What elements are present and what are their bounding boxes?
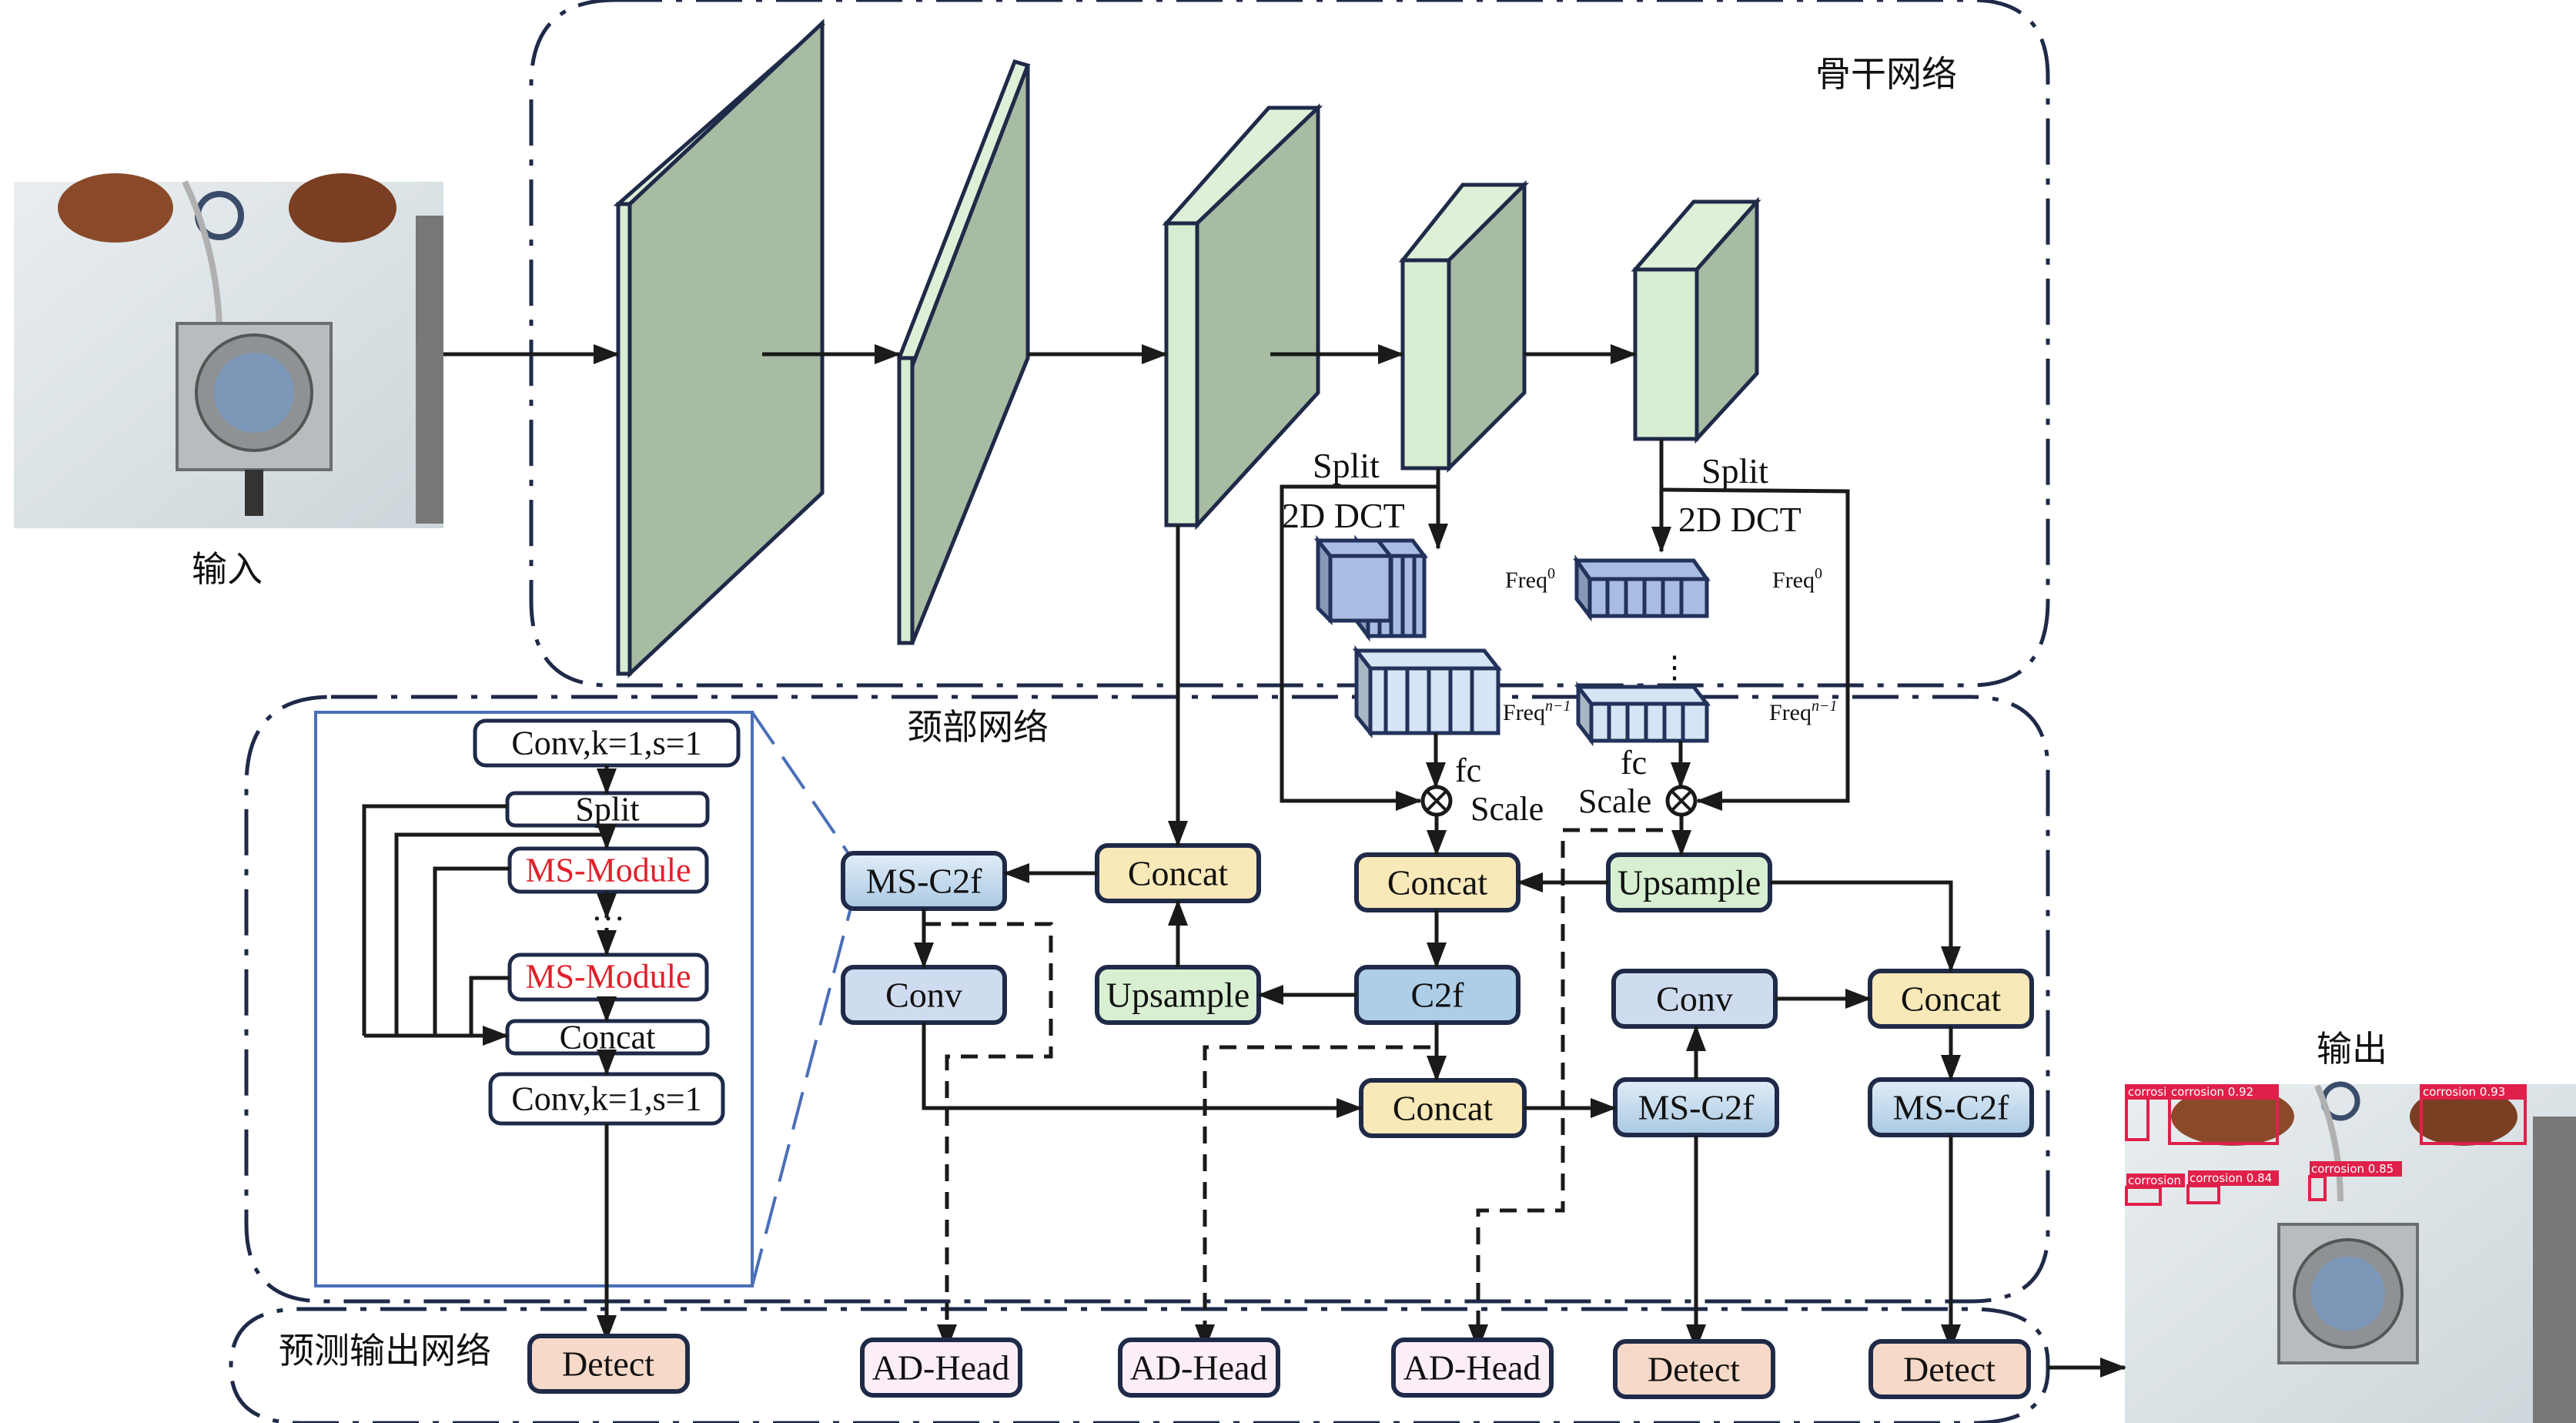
output-label: 输出 [2317,1028,2387,1070]
svg-text:Conv,k=1,s=1: Conv,k=1,s=1 [511,725,701,762]
freqn-block-right [1574,681,1711,747]
svg-text:MS-Module: MS-Module [525,852,691,889]
neck-upsample-left[interactable]: Upsample [1095,965,1261,1025]
freq0-label-right: Freq0 [1772,565,1822,593]
detection-label: corrosi [2128,1085,2166,1099]
svg-text:Concat: Concat [1128,854,1229,893]
neck-concat-1[interactable]: Concat [1095,843,1261,903]
input-image [14,173,443,528]
neck-upsample-right[interactable]: Upsample [1606,852,1772,912]
svg-text:corrosion: corrosion [2128,1174,2181,1187]
dct-right-label: 2D DCT [1678,500,1802,539]
ms-detail-split: Split [505,791,710,829]
head-region [229,1307,2050,1423]
svg-text:corrosion 0.84: corrosion 0.84 [2190,1171,2272,1185]
svg-text:Concat: Concat [1387,863,1488,902]
ms-detail-ms-module-1: MS-Module [507,846,709,894]
neck-label: 颈部网络 [907,706,1049,748]
svg-text:AD-Head: AD-Head [1403,1348,1541,1388]
freqn-label-left: Freqn−1 [1503,698,1571,725]
svg-text:Detect: Detect [1648,1350,1740,1389]
svg-text:C2f: C2f [1411,976,1465,1015]
backbone-label: 骨干网络 [1815,53,1957,95]
svg-text:Detect: Detect [1903,1350,1996,1389]
scale-multiply-icon-right [1665,785,1698,817]
svg-text:Split: Split [575,791,639,829]
feature-map-5 [1631,196,1761,444]
detect-head-1[interactable]: Detect [527,1334,690,1394]
neck-concat-2[interactable]: Concat [1354,852,1521,912]
neck-region [244,695,2050,1304]
freq0-block-right [1573,554,1711,622]
neck-c2f[interactable]: C2f [1354,965,1521,1025]
svg-text:MS-C2f: MS-C2f [1638,1088,1755,1127]
svg-text:MS-C2f: MS-C2f [866,862,982,901]
input-label: 输入 [192,548,263,590]
svg-text:MS-Module: MS-Module [525,958,691,996]
svg-text:Conv: Conv [885,976,962,1015]
ms-detail-conv-bottom: Conv,k=1,s=1 [488,1072,725,1126]
neck-conv-2[interactable]: Conv [1611,969,1778,1029]
svg-text:corrosion 0.93: corrosion 0.93 [2423,1085,2505,1099]
svg-text:Upsample: Upsample [1618,863,1761,902]
freqn-label-right: Freqn−1 [1769,698,1838,725]
split-left-label: Split [1313,446,1380,485]
head-label: 预测输出网络 [279,1330,491,1371]
svg-text:Upsample: Upsample [1106,976,1250,1015]
svg-text:Concat: Concat [560,1019,656,1056]
svg-text:corrosion 0.92: corrosion 0.92 [2171,1085,2253,1099]
feature-map-4 [1398,179,1530,474]
svg-text:Concat: Concat [1393,1089,1494,1128]
ms-c2f-detail-panel [314,711,754,1287]
svg-text:MS-C2f: MS-C2f [1893,1088,2009,1127]
fc-label-left: fc [1455,752,1481,789]
ad-head-3[interactable]: AD-Head [1391,1338,1554,1398]
backbone-region [529,0,2050,688]
scale-label-right: Scale [1578,782,1651,820]
output-image: corrosi corrosion 0.92 corrosion 0.93 co… [2125,1081,2576,1423]
scale-label-left: Scale [1470,790,1544,828]
neck-concat-3[interactable]: Concat [1868,969,2034,1029]
svg-text:Concat: Concat [1901,979,2002,1019]
neck-concat-mid[interactable]: Concat [1359,1078,1527,1138]
freq0-block-left-full [1313,534,1395,626]
ms-detail-ms-module-2: MS-Module [507,953,709,1002]
svg-text:AD-Head: AD-Head [1130,1348,1268,1388]
freqn-block-left [1352,645,1503,739]
detect-head-3[interactable]: Detect [1868,1339,2031,1399]
split-right-label: Split [1701,451,1768,491]
svg-text:AD-Head: AD-Head [872,1348,1010,1388]
svg-text:Detect: Detect [562,1344,654,1384]
ad-head-2[interactable]: AD-Head [1118,1338,1280,1398]
neck-ms-c2f-3[interactable]: MS-C2f [1868,1077,2034,1137]
neck-ms-c2f-2[interactable]: MS-C2f [1613,1077,1779,1137]
ms-detail-concat: Concat [505,1019,710,1056]
detect-head-2[interactable]: Detect [1613,1339,1775,1399]
svg-text:Conv: Conv [1656,979,1733,1019]
freq0-label-left: Freq0 [1505,565,1555,593]
ms-detail-conv-top: Conv,k=1,s=1 [473,718,741,768]
svg-text:Conv,k=1,s=1: Conv,k=1,s=1 [511,1080,701,1118]
svg-text:corrosion 0.85: corrosion 0.85 [2311,1162,2394,1176]
feature-map-3 [1162,103,1323,531]
fc-label-right: fc [1621,744,1647,782]
ad-head-1[interactable]: AD-Head [860,1338,1022,1398]
neck-ms-c2f-1[interactable]: MS-C2f [841,851,1007,911]
dct-left-label: 2D DCT [1282,496,1405,535]
neck-conv-1[interactable]: Conv [841,965,1007,1025]
zoom-connector [751,711,856,864]
ellipsis-right: ⋮ [1659,650,1690,685]
scale-multiply-icon-left [1420,785,1453,817]
feature-map-2 [896,59,1031,645]
feature-map-1 [613,18,825,678]
